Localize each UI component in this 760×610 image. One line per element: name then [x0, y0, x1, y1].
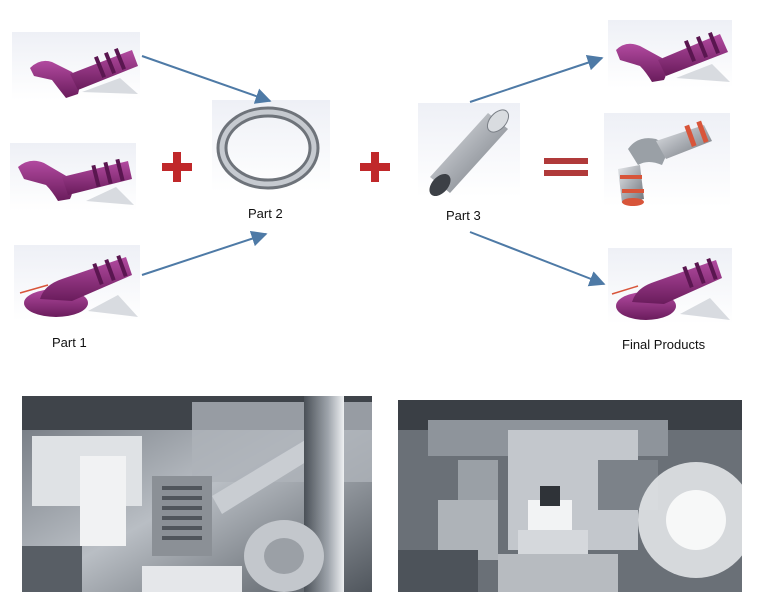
final-product-image-middle [604, 113, 730, 207]
purple-part-icon [12, 32, 140, 100]
arrow-icon [141, 55, 272, 104]
part2-image [212, 100, 330, 192]
purple-part-icon [608, 248, 732, 324]
purple-part-icon [10, 143, 136, 211]
machine-photo-right [398, 400, 742, 592]
part1-image-middle [10, 143, 136, 211]
part3-image [418, 103, 520, 197]
arrow-icon [141, 230, 268, 276]
final-products-label: Final Products [622, 337, 706, 352]
o-ring-icon [212, 100, 330, 192]
connector-icon [604, 113, 730, 207]
purple-part-icon [608, 20, 732, 88]
final-product-image-top [608, 20, 732, 88]
part1-image-top [12, 32, 140, 100]
plus-icon [360, 152, 390, 182]
machine-photo-left [22, 396, 372, 592]
part1-label: Part 1 [52, 335, 87, 350]
part3-label: Part 3 [446, 208, 481, 223]
equals-icon [544, 158, 588, 178]
arrow-icon [469, 54, 604, 103]
purple-part-icon [14, 245, 140, 321]
tube-icon [418, 103, 520, 197]
part2-label: Part 2 [248, 206, 283, 221]
plus-icon [162, 152, 192, 182]
final-product-image-bottom [608, 248, 732, 324]
part1-image-bottom [14, 245, 140, 321]
arrow-icon [469, 231, 606, 287]
